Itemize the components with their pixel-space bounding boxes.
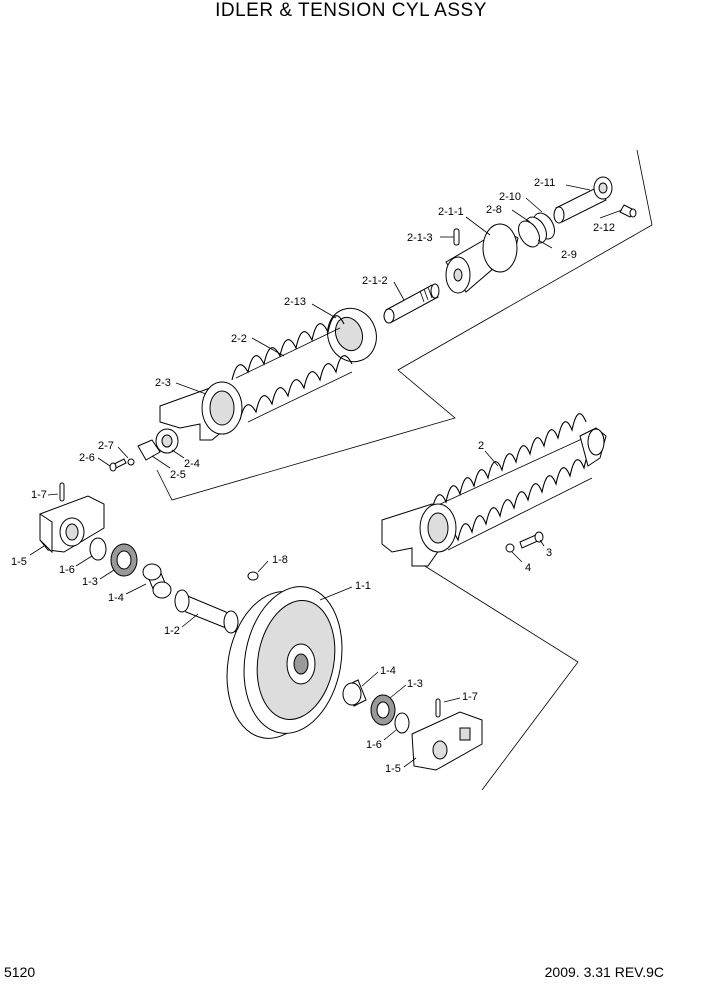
callout-1-6-left: 1-6 xyxy=(59,564,75,576)
part-1-7-pin-right xyxy=(435,698,441,718)
group-outline-tension-cyl xyxy=(156,149,653,501)
part-2-6-bolt xyxy=(109,458,127,472)
part-1-8-plug xyxy=(247,571,259,581)
callout-1-4-left: 1-4 xyxy=(108,592,124,604)
part-2-2-spring xyxy=(231,315,353,423)
group-outline-idler xyxy=(411,557,579,791)
part-1-3-seal-right xyxy=(370,694,396,726)
callout-2-3: 2-3 xyxy=(155,377,171,389)
callout-1-7-left: 1-7 xyxy=(31,489,47,501)
part-1-6-oring-right xyxy=(394,712,410,734)
callout-1-5-left: 1-5 xyxy=(11,556,27,568)
callout-1-3-left: 1-3 xyxy=(82,576,98,588)
callout-1-3-right: 1-3 xyxy=(407,678,423,690)
part-2-1-3-pin xyxy=(453,228,460,246)
callout-2-5: 2-5 xyxy=(170,469,186,481)
callout-2-7: 2-7 xyxy=(98,440,114,452)
callout-2-1-3: 2-1-3 xyxy=(407,232,433,244)
part-2-3-yoke xyxy=(159,381,243,441)
part-2-13-seal xyxy=(327,307,377,363)
part-2-5-lockplate xyxy=(137,439,161,461)
callout-2: 2 xyxy=(478,440,484,452)
callout-1-8: 1-8 xyxy=(272,554,288,566)
callout-3: 3 xyxy=(546,547,552,559)
callout-2-1-2: 2-1-2 xyxy=(362,275,388,287)
page-number: 5120 xyxy=(4,964,36,980)
part-4-washer xyxy=(505,543,515,553)
callout-2-6: 2-6 xyxy=(79,452,95,464)
callout-2-4: 2-4 xyxy=(184,458,200,470)
part-2-7-washer xyxy=(127,458,135,466)
callout-1-6-right: 1-6 xyxy=(366,739,382,751)
callout-1-2: 1-2 xyxy=(164,625,180,637)
callout-2-10: 2-10 xyxy=(499,191,521,203)
part-2-1-1-rod-end xyxy=(445,223,519,294)
part-1-6-oring-left xyxy=(89,537,107,561)
revision-date: 2009. 3.31 REV.9C xyxy=(544,964,664,980)
callout-2-11: 2-11 xyxy=(534,177,555,189)
callout-leaders xyxy=(29,184,623,768)
callout-2-2: 2-2 xyxy=(231,333,247,345)
part-1-3-seal-left xyxy=(110,543,138,577)
part-2-11-pin xyxy=(553,176,613,224)
callout-2-9: 2-9 xyxy=(561,249,577,261)
callout-2-12: 2-12 xyxy=(593,222,615,234)
callout-1-1: 1-1 xyxy=(355,580,371,592)
part-2-assembled-cylinder xyxy=(381,413,607,567)
callout-4: 4 xyxy=(525,562,531,574)
callout-2-13: 2-13 xyxy=(284,296,306,308)
part-1-4-bushing-left xyxy=(142,563,172,599)
part-2-12-fitting xyxy=(619,204,637,218)
part-3-bolt xyxy=(519,531,544,549)
part-1-4-bushing-right xyxy=(342,679,367,707)
callout-labels: 2-11 2-10 2-8 2-1-1 2-12 2-1-3 2-9 2-1-2… xyxy=(11,177,615,775)
part-2-4-nut xyxy=(155,428,179,454)
part-1-1-idler-wheel xyxy=(226,586,343,739)
callout-1-5-right: 1-5 xyxy=(385,763,401,775)
part-1-7-pin-left xyxy=(59,482,65,502)
part-1-5-block-left xyxy=(39,495,105,554)
callout-1-4-right: 1-4 xyxy=(380,665,396,677)
part-2-1-2-rod xyxy=(383,283,440,324)
page-title: IDLER & TENSION CYL ASSY xyxy=(215,0,487,21)
part-2-9-ring xyxy=(518,220,540,248)
part-1-5-block-right xyxy=(411,711,483,771)
callout-2-1-1: 2-1-1 xyxy=(438,206,464,218)
callout-2-8: 2-8 xyxy=(486,204,502,216)
callout-1-7-right: 1-7 xyxy=(462,691,478,703)
part-1-2-shaft xyxy=(174,589,239,634)
